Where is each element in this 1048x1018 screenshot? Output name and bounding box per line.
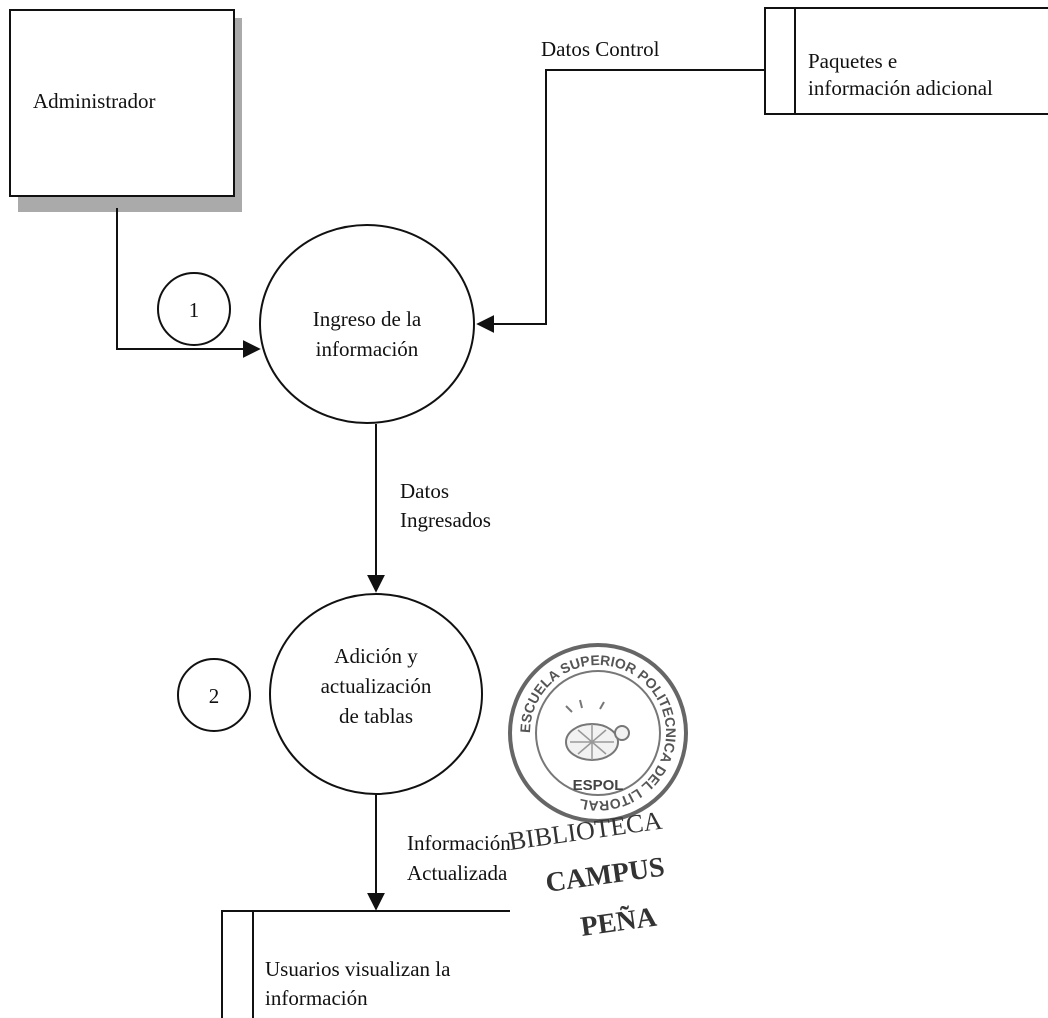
process-adicion-label-line1: Adición y bbox=[334, 644, 418, 668]
stamp-biblioteca-line2: CAMPUS bbox=[544, 852, 667, 899]
datastore-usuarios: Usuarios visualizan la información bbox=[221, 910, 510, 1018]
datastore-usuarios-top-left bbox=[221, 910, 510, 1018]
process-adicion-label-line2: actualización bbox=[321, 674, 432, 698]
flow-datos-ingresados-label-line1: Datos bbox=[400, 479, 449, 503]
stamp-inner-ring bbox=[535, 670, 661, 796]
stamp-emblem-details bbox=[565, 699, 605, 713]
stamp-acronym: ESPOL bbox=[573, 777, 624, 794]
process-ingreso-label-line2: información bbox=[316, 337, 419, 361]
stamp-biblioteca-line1: BIBLIOTECA bbox=[507, 806, 664, 856]
datastore-box bbox=[764, 7, 1048, 115]
flow-datos-control bbox=[476, 69, 765, 333]
datastore-paquetes-label-line1: Paquetes e bbox=[808, 49, 897, 73]
entity-box bbox=[9, 9, 235, 197]
process-adicion: Adición y actualización de tablas 2 bbox=[177, 593, 483, 795]
process-ingreso-label-line1: Ingreso de la bbox=[313, 307, 422, 331]
process-adicion-circle bbox=[269, 593, 483, 795]
process-number-2: 2 bbox=[209, 684, 220, 708]
datastore-usuarios-label-line2: información bbox=[265, 986, 368, 1010]
stamp-outer-ring bbox=[508, 643, 688, 823]
library-stamp: ESCUELA SUPERIOR POLITECNICA DEL LITORAL… bbox=[508, 643, 688, 823]
process-number-badge-2 bbox=[177, 658, 251, 732]
biblioteca-stamp: BIBLIOTECA CAMPUS PEÑA bbox=[507, 806, 667, 943]
process-number-badge-1 bbox=[157, 272, 231, 346]
process-adicion-label-line3: de tablas bbox=[339, 704, 413, 728]
flow-datos-control-label: Datos Control bbox=[541, 37, 660, 61]
stamp-biblioteca-line3: PEÑA bbox=[579, 902, 660, 943]
entity-administrador: Administrador bbox=[9, 9, 242, 212]
process-number-1: 1 bbox=[189, 298, 200, 322]
flow-admin-to-ingreso bbox=[116, 208, 261, 358]
process-ingreso-circle bbox=[259, 224, 475, 424]
stamp-turtle-head bbox=[614, 725, 630, 741]
flow-datos-ingresados-label-line2: Ingresados bbox=[400, 508, 491, 532]
stamp-turtle-pattern bbox=[570, 724, 614, 760]
datastore-paquetes-label-line2: información adicional bbox=[808, 76, 993, 100]
entity-administrador-label: Administrador bbox=[33, 89, 155, 113]
datastore-paquetes: Paquetes e información adicional bbox=[764, 7, 1048, 115]
datastore-usuarios-label-line1: Usuarios visualizan la bbox=[265, 957, 451, 981]
flow-informacion-actualizada-label-line2: Actualizada bbox=[407, 861, 508, 885]
process-ingreso: Ingreso de la información 1 bbox=[157, 224, 475, 424]
stamp-turtle-emblem bbox=[565, 699, 630, 761]
flow-informacion-actualizada-label-line1: Información bbox=[407, 831, 511, 855]
